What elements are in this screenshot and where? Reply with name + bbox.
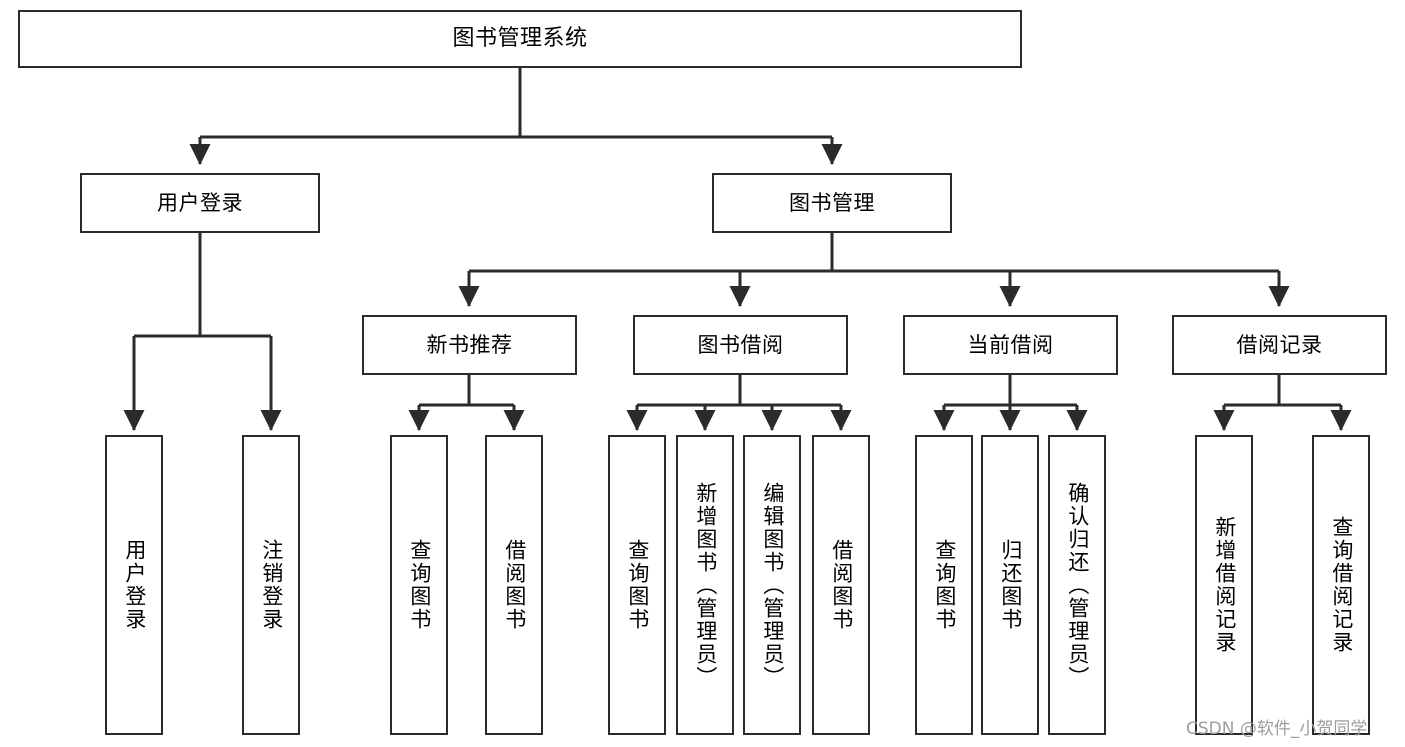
leaf-query-borrow-record[interactable]: 查询借阅记录 bbox=[1312, 435, 1370, 735]
node-current-borrow[interactable]: 当前借阅 bbox=[903, 315, 1118, 375]
node-label: 注销登录 bbox=[259, 539, 284, 631]
leaf-add-borrow-record[interactable]: 新增借阅记录 bbox=[1195, 435, 1253, 735]
node-label: 当前借阅 bbox=[967, 332, 1054, 357]
leaf-return-book[interactable]: 归还图书 bbox=[981, 435, 1039, 735]
node-label: 归还图书 bbox=[998, 539, 1023, 631]
node-label: 用户登录 bbox=[157, 190, 243, 215]
node-label: 图书管理 bbox=[789, 190, 875, 215]
node-label: 查询借阅记录 bbox=[1329, 516, 1354, 654]
leaf-borrow-book[interactable]: 借阅图书 bbox=[812, 435, 870, 735]
node-label: 查询图书 bbox=[625, 539, 650, 631]
leaf-add-book-admin[interactable]: 新增图书（管理员） bbox=[676, 435, 734, 735]
node-label: 用户登录 bbox=[122, 539, 147, 631]
node-book-borrow[interactable]: 图书借阅 bbox=[633, 315, 848, 375]
leaf-borrow-book-new[interactable]: 借阅图书 bbox=[485, 435, 543, 735]
node-label: 查询图书 bbox=[407, 539, 432, 631]
node-new-book-recommend[interactable]: 新书推荐 bbox=[362, 315, 577, 375]
leaf-edit-book-admin[interactable]: 编辑图书（管理员） bbox=[743, 435, 801, 735]
leaf-query-book-new[interactable]: 查询图书 bbox=[390, 435, 448, 735]
node-label: 编辑图书（管理员） bbox=[760, 481, 785, 689]
node-label: 借阅图书 bbox=[502, 539, 527, 631]
leaf-query-book-current[interactable]: 查询图书 bbox=[915, 435, 973, 735]
node-label: 借阅记录 bbox=[1236, 332, 1323, 357]
node-book-management[interactable]: 图书管理 bbox=[712, 173, 952, 233]
leaf-confirm-return-admin[interactable]: 确认归还（管理员） bbox=[1048, 435, 1106, 735]
node-label: 确认归还（管理员） bbox=[1065, 481, 1090, 689]
leaf-user-login[interactable]: 用户登录 bbox=[105, 435, 163, 735]
watermark-text: CSDN @软件_小贺同学 bbox=[1186, 719, 1368, 739]
node-label: 新增借阅记录 bbox=[1212, 516, 1237, 654]
node-label: 新书推荐 bbox=[426, 332, 513, 357]
node-label: 借阅图书 bbox=[829, 539, 854, 631]
node-label: 图书管理系统 bbox=[452, 26, 588, 52]
node-label: 新增图书（管理员） bbox=[693, 481, 718, 689]
node-root-system[interactable]: 图书管理系统 bbox=[18, 10, 1022, 68]
node-user-login[interactable]: 用户登录 bbox=[80, 173, 320, 233]
node-label: 查询图书 bbox=[932, 539, 957, 631]
node-label: 图书借阅 bbox=[697, 332, 784, 357]
leaf-query-book-borrow[interactable]: 查询图书 bbox=[608, 435, 666, 735]
leaf-user-logout[interactable]: 注销登录 bbox=[242, 435, 300, 735]
node-borrow-record[interactable]: 借阅记录 bbox=[1172, 315, 1387, 375]
